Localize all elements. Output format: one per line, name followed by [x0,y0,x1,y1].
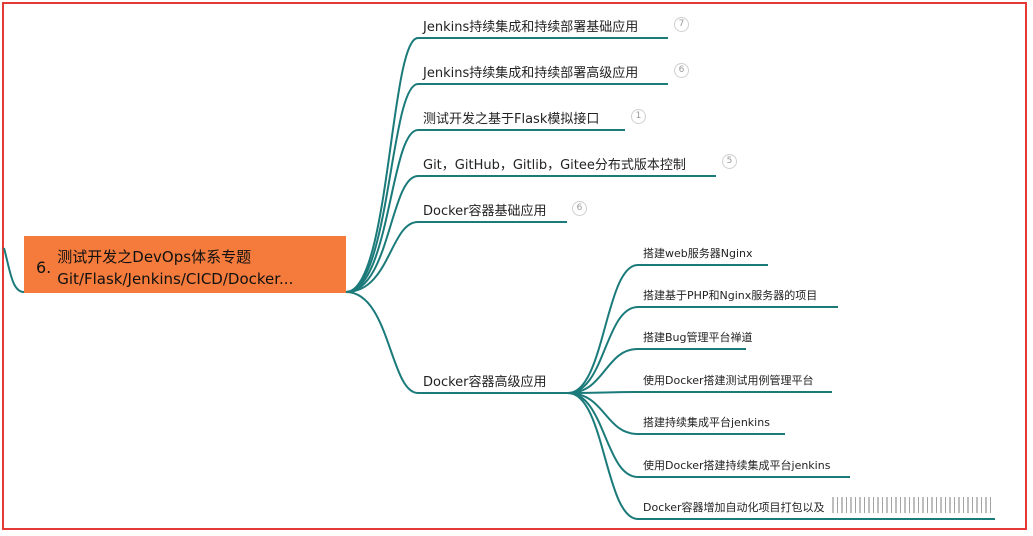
branch-count-badge[interactable]: 5 [722,154,737,169]
branch-count-badge[interactable]: 6 [572,201,587,216]
connector-sub-7 [567,392,995,520]
branch-count-badge[interactable]: 7 [674,17,689,32]
branch-node-docker-advanced[interactable]: Docker容器高级应用 [423,375,547,390]
connector-branch-5 [345,221,567,293]
sub-node-zentao[interactable]: 搭建Bug管理平台禅道 [643,331,753,344]
sub-node-docker-packaging[interactable]: Docker容器增加自动化项目打包以及 [643,501,825,514]
connector-sub-6 [567,392,850,478]
branch-node-flask-mock[interactable]: 测试开发之基于Flask模拟接口 [423,112,600,127]
branch-node-jenkins-basic[interactable]: Jenkins持续集成和持续部署基础应用 [423,20,639,35]
branch-node-jenkins-advanced[interactable]: Jenkins持续集成和持续部署高级应用 [423,66,639,81]
canvas-frame [2,2,1027,530]
connector-sub-2 [567,306,838,394]
connector-branch-2 [345,83,668,293]
connector-branch-6 [345,291,568,394]
sub-node-nginx[interactable]: 搭建web服务器Nginx [643,247,753,260]
sub-node-php-nginx[interactable]: 搭建基于PHP和Nginx服务器的项目 [643,289,818,302]
connector-sub-1 [567,264,768,394]
branch-count-badge[interactable]: 6 [674,63,689,78]
connector-left-stub [3,247,25,293]
connector-branch-1 [345,37,668,293]
branch-count-badge[interactable]: 1 [631,109,646,124]
sub-node-testcase-platform[interactable]: 使用Docker搭建测试用例管理平台 [643,374,814,387]
connector-sub-3 [567,348,746,394]
branch-node-git-vcs[interactable]: Git，GitHub，Gitlib，Gitee分布式版本控制 [423,158,686,173]
root-title-line2: Git/Flask/Jenkins/CICD/Docker... [57,269,294,288]
connector-branch-3 [345,129,625,293]
sub-node-jenkins[interactable]: 搭建持续集成平台jenkins [643,416,770,429]
root-number: 6. [36,258,52,277]
connector-sub-5 [567,392,785,435]
watermark-blur [832,497,992,513]
sub-node-docker-jenkins[interactable]: 使用Docker搭建持续集成平台jenkins [643,459,831,472]
root-node[interactable]: 6. 测试开发之DevOps体系专题 Git/Flask/Jenkins/CIC… [24,236,346,293]
connector-sub-4 [567,391,832,394]
branch-node-docker-basic[interactable]: Docker容器基础应用 [423,204,547,219]
connector-branch-4 [345,175,716,293]
root-title-line1: 测试开发之DevOps体系专题 [57,247,252,266]
